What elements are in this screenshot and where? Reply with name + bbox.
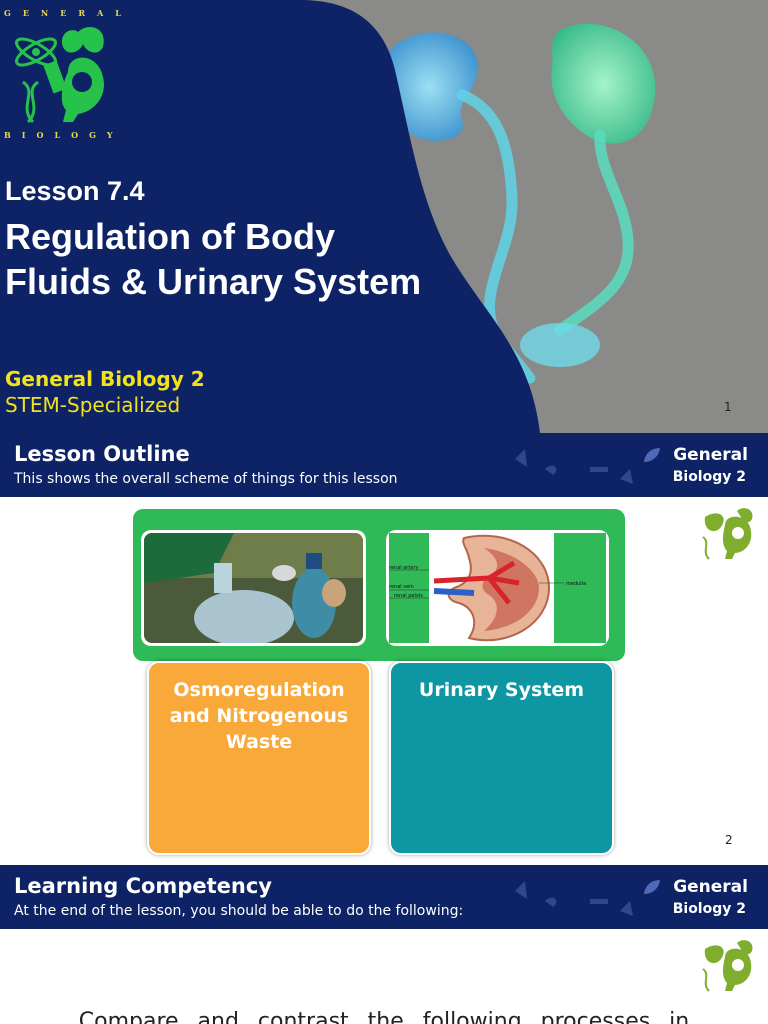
page-number: 1 <box>724 400 732 414</box>
navy-blob-shape <box>0 0 540 433</box>
card-label: Osmoregulation and Nitrogenous Waste <box>149 677 369 755</box>
lesson-title: Regulation of Body Fluids & Urinary Syst… <box>5 214 445 304</box>
kidney-cross-section-diagram: renal artery renal vein renal pelvis med… <box>389 533 606 643</box>
brand-general: General <box>673 445 748 465</box>
biology-emblem-icon <box>702 940 753 992</box>
brand-biology: Biology 2 <box>672 469 746 485</box>
decorative-lab-icons <box>515 881 633 916</box>
label-medulla: medulla <box>566 581 586 587</box>
header-title: Learning Competency <box>14 874 272 898</box>
header-subtitle: This shows the overall scheme of things … <box>14 471 398 487</box>
label-renal-artery: renal artery <box>389 565 418 571</box>
biology-emblem-icon <box>15 27 104 124</box>
leaf-icon <box>644 448 660 462</box>
card-label-line: and Nitrogenous <box>169 705 349 727</box>
header-bar: Learning Competency At the end of the le… <box>0 865 768 929</box>
logo-top-text: GENERAL <box>4 8 133 18</box>
page-number: 2 <box>725 833 733 847</box>
lesson-number: Lesson 7.4 <box>5 176 145 206</box>
water-bottles-photo-frame <box>141 530 366 646</box>
label-renal-vein: renal vein <box>389 584 414 590</box>
title-line-2: Fluids & Urinary System <box>5 261 422 302</box>
card-urinary-system[interactable]: Urinary System <box>389 661 614 855</box>
biology-emblem-icon <box>702 508 753 560</box>
brand-general: General <box>673 877 748 897</box>
water-bottles-photo <box>144 533 363 643</box>
card-label-line: Osmoregulation <box>173 679 345 701</box>
logo-bottom-text: BIOLOGY <box>4 130 124 140</box>
label-renal-pelvis: renal pelvis <box>394 593 423 599</box>
header-title: Lesson Outline <box>14 442 190 466</box>
kidney-diagram-frame: renal artery renal vein renal pelvis med… <box>386 530 609 646</box>
header-bar: Lesson Outline This shows the overall sc… <box>0 433 768 497</box>
learning-competency-slide: Learning Competency At the end of the le… <box>0 865 768 1024</box>
card-label-line: Urinary System <box>418 679 585 701</box>
course-name: General Biology 2 <box>5 367 205 391</box>
track-name: STEM-Specialized <box>5 393 181 417</box>
title-line-1: Regulation of Body <box>5 216 335 257</box>
header-subtitle: At the end of the lesson, you should be … <box>14 903 464 919</box>
brand-biology: Biology 2 <box>672 901 746 917</box>
title-slide: GENERAL BIOLOGY Lesson 7.4 Regulation of… <box>0 0 768 433</box>
general-biology-logo: GENERAL BIOLOGY <box>4 8 133 140</box>
competency-text: Compare and contrast the following proce… <box>78 1009 690 1024</box>
decorative-lab-icons <box>515 449 633 484</box>
card-label: Urinary System <box>391 677 612 703</box>
card-label-line: Waste <box>225 731 293 753</box>
leaf-icon <box>644 880 660 894</box>
card-osmoregulation[interactable]: Osmoregulation and Nitrogenous Waste <box>147 661 371 855</box>
lesson-outline-slide: Lesson Outline This shows the overall sc… <box>0 433 768 865</box>
